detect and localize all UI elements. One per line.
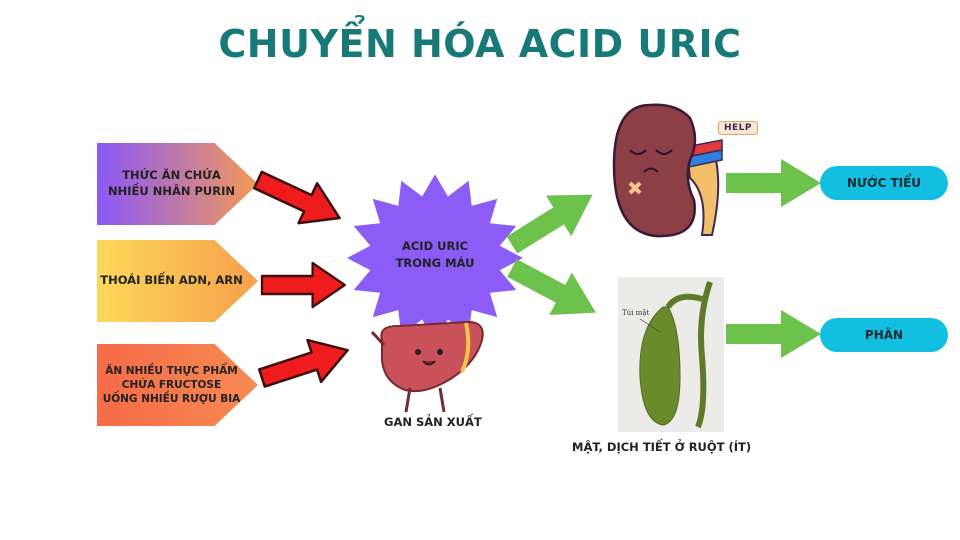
output-urine: NƯỚC TIỂU [820,166,948,200]
acid-uric-label: ACID URIC TRONG MÁU [395,239,475,270]
red-arrow-1 [247,158,351,240]
gallbladder-icon [639,281,713,429]
green-arrow-to-urine [726,159,821,207]
output-label: NƯỚC TIỂU [846,176,922,190]
help-tag: HELP [718,121,759,135]
red-arrow-3 [253,328,356,401]
acid-uric-star [347,174,523,342]
output-label: PHÂN [864,328,904,342]
green-arrow-to-feces [726,310,821,358]
red-arrow-2 [260,261,347,309]
gallbladder-image: Túi mật [618,277,724,432]
kidney-icon [612,103,723,238]
green-arrow-to-kidney [499,174,606,266]
source-label: THOÁI BIẾN ADN, ARN [100,273,243,288]
output-feces: PHÂN [820,318,948,352]
liver-caption: GAN SẢN XUẤT [384,415,482,429]
gallbladder-label: Túi mật [622,309,650,317]
source-label: THỨC ĂN CHỨA NHIỀU NHÂN PURIN [107,168,236,198]
green-arrow-to-gallbladder [500,246,608,334]
diagram-title: CHUYỂN HÓA ACID URIC [218,22,742,66]
source-label: ĂN NHIỀU THỰC PHẨM CHỨA FRUCTOSE UỐNG NH… [102,364,241,406]
liver-icon [370,320,484,413]
gallbladder-caption: MẬT, DỊCH TIẾT Ở RUỘT (ÍT) [572,440,752,454]
